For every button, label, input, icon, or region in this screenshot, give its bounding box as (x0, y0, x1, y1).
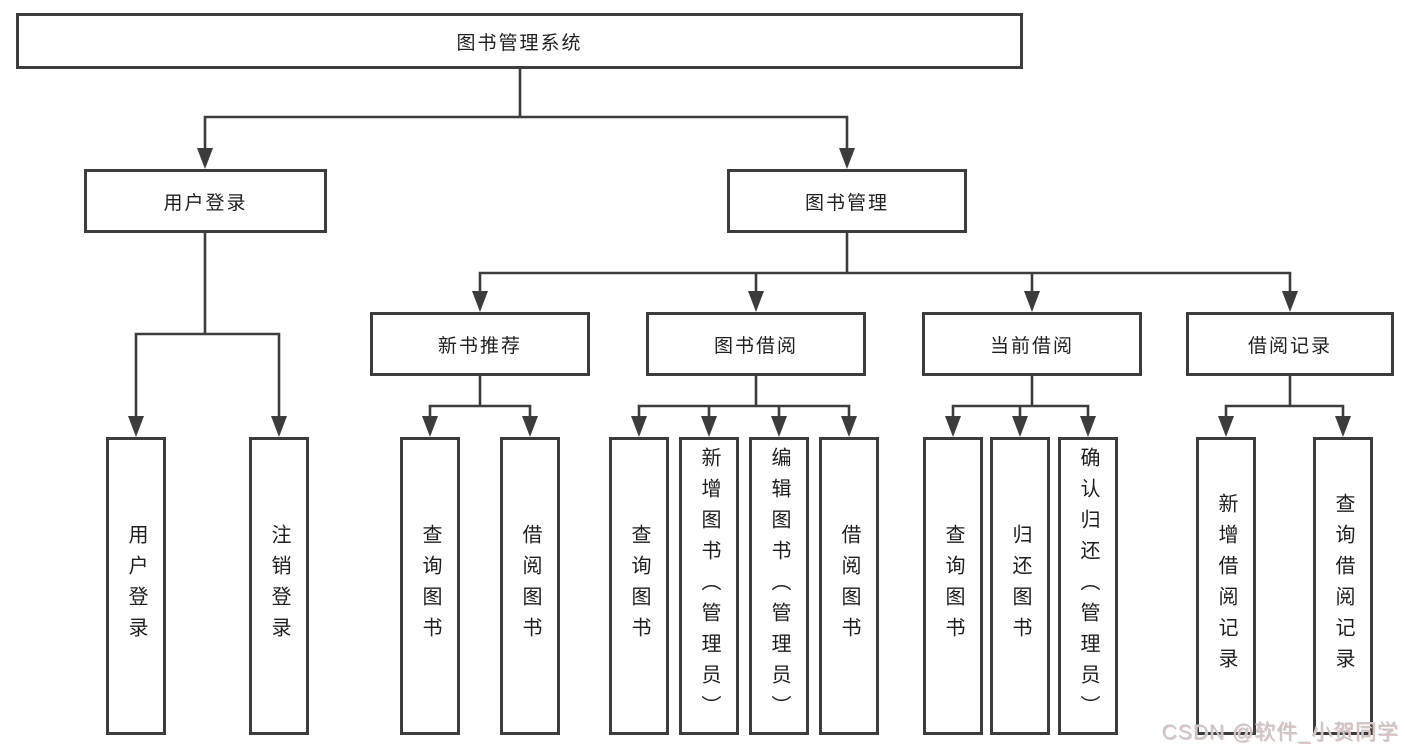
node-current-borrow: 当前借阅 (922, 312, 1142, 376)
node-leaf-nb-query: 查询图书 (400, 437, 460, 735)
node-leaf-bb-edit: 编辑图书（管理员） (749, 437, 809, 735)
node-label-leaf-bb-query: 查询图书 (628, 524, 650, 648)
node-label-book-mgmt: 图书管理 (804, 192, 889, 214)
node-label-book-borrow: 图书借阅 (713, 335, 798, 357)
node-borrow-records: 借阅记录 (1186, 312, 1394, 376)
node-new-books: 新书推荐 (370, 312, 590, 376)
node-label-new-books: 新书推荐 (437, 335, 522, 357)
node-leaf-user-login: 用户登录 (106, 437, 166, 735)
node-leaf-bb-query: 查询图书 (609, 437, 669, 735)
node-label-leaf-cb-return: 归还图书 (1009, 524, 1031, 648)
node-leaf-cb-query: 查询图书 (923, 437, 983, 735)
node-label-leaf-nb-query: 查询图书 (419, 524, 441, 648)
node-label-leaf-br-add: 新增借阅记录 (1215, 493, 1237, 679)
node-leaf-bb-add: 新增图书（管理员） (679, 437, 739, 735)
node-label-leaf-bb-borrow: 借阅图书 (838, 524, 860, 648)
node-leaf-cb-confirm: 确认归还（管理员） (1058, 437, 1118, 735)
node-label-leaf-br-query: 查询借阅记录 (1332, 493, 1354, 679)
node-label-leaf-bb-edit: 编辑图书（管理员） (768, 446, 790, 726)
node-label-root: 图书管理系统 (456, 32, 583, 54)
node-label-leaf-bb-add: 新增图书（管理员） (698, 446, 720, 726)
node-leaf-nb-borrow: 借阅图书 (500, 437, 560, 735)
node-leaf-logout: 注销登录 (249, 437, 309, 735)
node-label-user-login: 用户登录 (163, 192, 248, 214)
node-label-leaf-nb-borrow: 借阅图书 (519, 524, 541, 648)
node-user-login: 用户登录 (84, 169, 327, 233)
node-label-leaf-cb-confirm: 确认归还（管理员） (1077, 446, 1099, 726)
node-leaf-bb-borrow: 借阅图书 (819, 437, 879, 735)
node-label-leaf-cb-query: 查询图书 (942, 524, 964, 648)
node-label-leaf-user-login: 用户登录 (125, 524, 147, 648)
node-leaf-br-query: 查询借阅记录 (1313, 437, 1373, 735)
node-book-mgmt: 图书管理 (727, 169, 967, 233)
node-book-borrow: 图书借阅 (646, 312, 866, 376)
node-leaf-cb-return: 归还图书 (990, 437, 1050, 735)
watermark: CSDN @软件_小贺同学 (1161, 721, 1399, 744)
node-label-leaf-logout: 注销登录 (268, 524, 290, 648)
node-root: 图书管理系统 (16, 13, 1023, 69)
node-label-borrow-records: 借阅记录 (1247, 335, 1332, 357)
node-leaf-br-add: 新增借阅记录 (1196, 437, 1256, 735)
node-label-current-borrow: 当前借阅 (989, 335, 1074, 357)
